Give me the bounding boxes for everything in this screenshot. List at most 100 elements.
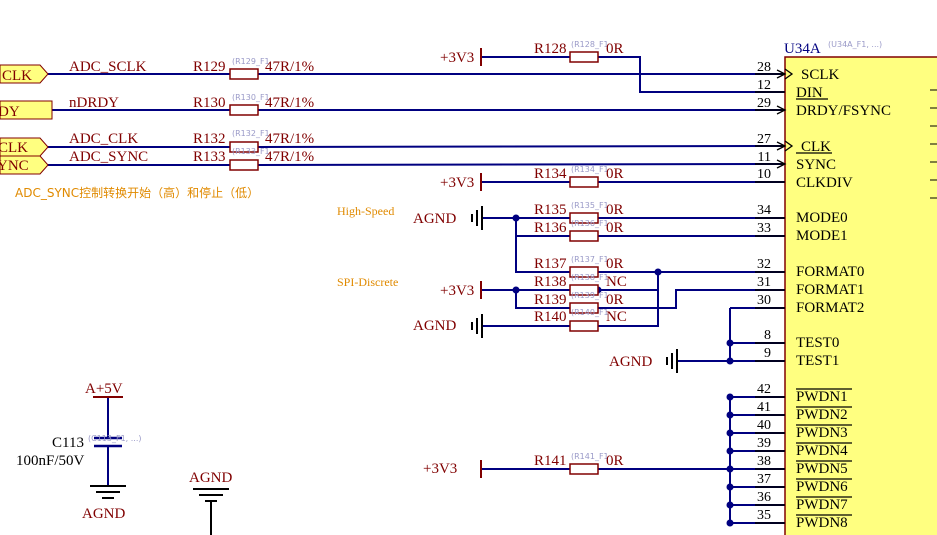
- resistor-body: [569, 51, 599, 63]
- tag-r129: (R129_F1: [232, 57, 270, 66]
- ref-r138: R138: [534, 274, 567, 290]
- junction-dot: [726, 447, 734, 455]
- port-adc-sclk[interactable]: CLK: [0, 64, 49, 84]
- tag-r137: (R137_F1: [571, 255, 609, 264]
- ref-r133: R133: [193, 149, 226, 165]
- agnd-label: AGND: [189, 470, 232, 486]
- power-label-3v3: +3V3: [440, 175, 474, 191]
- port-adc-clk[interactable]: CLK: [0, 137, 49, 157]
- tag-r134: (R134_F1: [571, 165, 609, 174]
- power-label-agnd: AGND: [413, 318, 456, 334]
- ref-r128: R128: [534, 41, 567, 57]
- power-label-3v3: +3V3: [423, 461, 457, 477]
- port-label: CLK: [2, 68, 32, 84]
- resistor-body: [569, 212, 599, 224]
- pin-name: PWDN8: [796, 515, 848, 531]
- pin-name: MODE0: [796, 210, 848, 226]
- wire: [598, 290, 659, 327]
- pin-number: 36: [757, 490, 771, 505]
- pin-number: 34: [757, 203, 771, 218]
- resistor-body: [569, 230, 599, 242]
- junction-dot: [726, 357, 734, 365]
- net-label-adc-sync: ADC_SYNC: [69, 149, 148, 165]
- junction-dot: [654, 268, 662, 276]
- junction-dot: [512, 286, 520, 294]
- tag-r130: (R130_F1: [232, 93, 270, 102]
- pin-number: 39: [757, 436, 771, 451]
- ref-r134: R134: [534, 166, 567, 182]
- tag-r140: (R140_F1: [571, 308, 609, 317]
- pin-number: 37: [757, 472, 771, 487]
- resistor-body: [229, 104, 259, 116]
- pin-name: CLK: [801, 139, 831, 155]
- pin-name: FORMAT2: [796, 300, 864, 316]
- port-label: YNC: [0, 158, 29, 174]
- pin-name: SCLK: [801, 67, 840, 83]
- tag-r128: (R128_F1: [571, 40, 609, 49]
- resistor-body: [569, 302, 599, 314]
- power-label-3v3: +3V3: [440, 283, 474, 299]
- pin-number: 30: [757, 293, 771, 308]
- value-r130: 47R/1%: [265, 95, 314, 111]
- pin-name: MODE1: [796, 228, 848, 244]
- pin-number: 12: [757, 78, 771, 93]
- pin-name: PWDN4: [796, 443, 848, 459]
- cap-supply-label: A+5V: [85, 381, 123, 397]
- resistor-body: [229, 141, 259, 153]
- pin-name: DRDY/FSYNC: [796, 103, 891, 119]
- pin-arrow: [776, 141, 787, 151]
- pin-number: 38: [757, 454, 771, 469]
- ref-r139: R139: [534, 292, 567, 308]
- wire: [515, 236, 570, 273]
- junction-dot: [726, 519, 734, 527]
- pin-name: SYNC: [796, 157, 836, 173]
- pin-name: PWDN3: [796, 425, 848, 441]
- pin-name: FORMAT0: [796, 264, 864, 280]
- junction-dot: [726, 411, 734, 419]
- parts-layer: [90, 48, 937, 535]
- wire: [598, 56, 785, 93]
- wire: [598, 289, 785, 309]
- pin-name: DIN: [796, 85, 823, 101]
- pin-number: 31: [757, 275, 771, 290]
- power-label-agnd: AGND: [413, 211, 456, 227]
- junction-dot: [726, 393, 734, 401]
- ref-r136: R136: [534, 220, 567, 236]
- pin-number: 32: [757, 257, 771, 272]
- tag-r132: (R132_F1: [232, 129, 270, 138]
- pin-number: 33: [757, 221, 771, 236]
- ref-r137: R137: [534, 256, 567, 272]
- net-label-adc-sclk: ADC_SCLK: [69, 59, 147, 75]
- port-ndrdy[interactable]: DY: [0, 100, 53, 120]
- port-adc-sync[interactable]: YNC: [0, 155, 49, 175]
- value-r129: 47R/1%: [265, 59, 314, 75]
- net-label-adc-clk: ADC_CLK: [69, 131, 138, 147]
- pin-number: 11: [758, 150, 771, 165]
- pin-name: CLKDIV: [796, 175, 853, 191]
- pin-number: 42: [757, 382, 771, 397]
- pin-arrow: [776, 69, 787, 79]
- pin-name: PWDN5: [796, 461, 848, 477]
- ref-r135: R135: [534, 202, 567, 218]
- resistor-body: [569, 284, 599, 296]
- junction-dot: [726, 465, 734, 473]
- junction-dot: [512, 214, 520, 222]
- cap-ref: C113: [52, 435, 84, 451]
- pin-name: FORMAT1: [796, 282, 864, 298]
- tag-r135: (R135_F1: [571, 201, 609, 210]
- value-r137: 0R: [606, 256, 624, 272]
- cap-gnd-label: AGND: [82, 506, 125, 522]
- wire: [257, 145, 786, 148]
- value-r138: NC: [606, 274, 627, 290]
- wire: [598, 271, 785, 291]
- resistor-body: [229, 159, 259, 171]
- port-label: DY: [0, 104, 20, 120]
- value-r133: 47R/1%: [265, 149, 314, 165]
- component-body: [784, 56, 937, 535]
- ref-r140: R140: [534, 309, 567, 325]
- junction-dot: [726, 339, 734, 347]
- cap-value: 100nF/50V: [16, 453, 85, 469]
- cap-tag: (C113_F1, ...): [88, 434, 142, 443]
- ref-r132: R132: [193, 131, 226, 147]
- pin-number: 28: [757, 60, 771, 75]
